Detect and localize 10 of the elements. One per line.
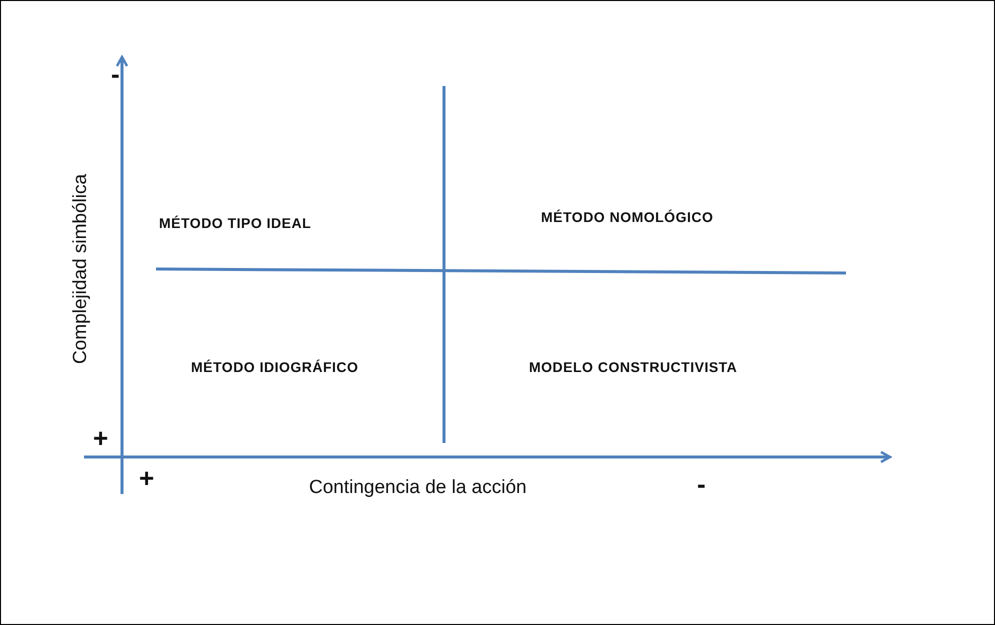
axis-title: Complejidad simbólica <box>70 174 92 364</box>
plus-sign: + <box>139 463 154 494</box>
minus-sign: - <box>111 59 120 90</box>
quadrant-label: MÉTODO TIPO IDEAL <box>159 215 312 231</box>
minus-sign: - <box>697 469 706 500</box>
plus-sign: + <box>93 423 108 454</box>
axis-title: Contingencia de la acción <box>309 477 527 499</box>
quadrant-label: MODELO CONSTRUCTIVISTA <box>529 359 738 375</box>
quadrant-label: MÉTODO IDIOGRÁFICO <box>191 359 358 375</box>
quadrant-label: MÉTODO NOMOLÓGICO <box>541 209 714 225</box>
